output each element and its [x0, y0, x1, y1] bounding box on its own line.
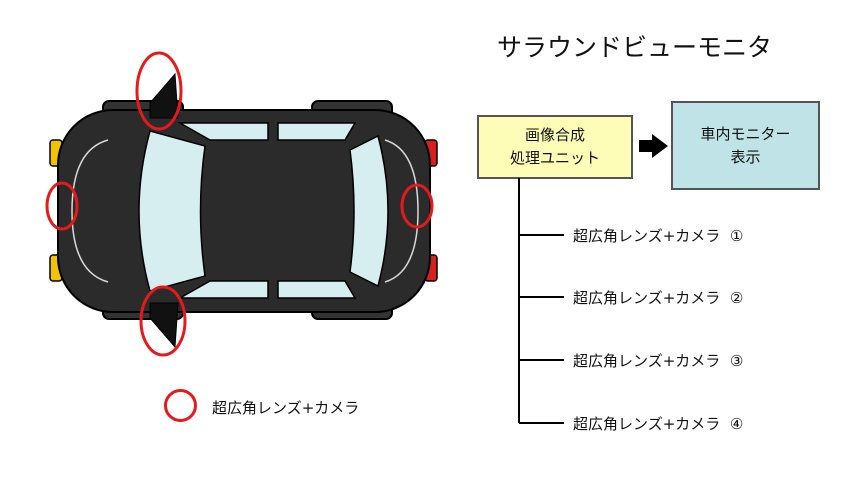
camera-label-2: 超広角レンズ+カメラ ② — [573, 287, 743, 308]
camera-label-2-number: ② — [729, 289, 744, 307]
camera-marker-bottom-mirror — [139, 285, 187, 357]
in-car-monitor-box: 車内モニター 表示 — [671, 101, 820, 190]
front-bumper-line — [71, 139, 109, 283]
camera-label-2-text: 超広角レンズ+カメラ — [573, 289, 721, 307]
camera-label-4-number: ④ — [729, 415, 744, 433]
legend-circle-icon — [164, 389, 197, 422]
side-window-bottom-front — [177, 280, 269, 299]
camera-marker-top-mirror — [135, 51, 183, 131]
rear-bumper-line — [384, 139, 419, 283]
camera-label-1: 超広角レンズ+カメラ ① — [573, 225, 743, 246]
camera-connection-lines — [518, 178, 564, 424]
car-top-view — [45, 51, 438, 357]
camera-label-3: 超広角レンズ+カメラ ③ — [573, 350, 743, 371]
camera-marker-front — [45, 181, 79, 231]
legend-label: 超広角レンズ+カメラ — [212, 399, 360, 417]
mirror-top — [149, 72, 179, 119]
camera-label-4: 超広角レンズ+カメラ ④ — [573, 413, 743, 434]
diagram-title: サラウンドビューモニタ — [497, 33, 773, 62]
arrow-right-icon — [639, 134, 668, 158]
camera-label-4-text: 超広角レンズ+カメラ — [573, 415, 721, 433]
side-window-bottom-rear — [277, 280, 357, 299]
camera-label-1-text: 超広角レンズ+カメラ — [573, 227, 721, 245]
camera-marker-rear — [400, 183, 434, 229]
side-window-top-rear — [277, 122, 357, 141]
rear-window — [349, 134, 389, 288]
windshield — [138, 130, 206, 292]
side-window-top-front — [177, 122, 269, 141]
camera-label-3-text: 超広角レンズ+カメラ — [573, 352, 721, 370]
processing-unit-box: 画像合成 処理ユニット — [477, 115, 633, 179]
camera-label-1-number: ① — [729, 227, 744, 245]
camera-label-3-number: ③ — [729, 352, 744, 370]
mirror-bottom — [149, 302, 179, 349]
